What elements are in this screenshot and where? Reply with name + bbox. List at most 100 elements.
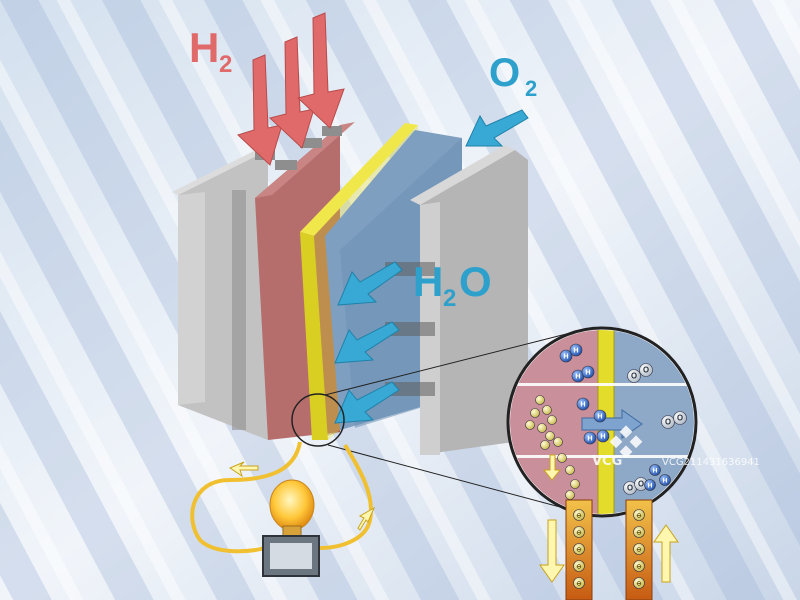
water-outlet-arrows [334,261,403,424]
left-end-plate [172,147,268,440]
oxygen-label-sub: 2 [525,76,537,101]
down-arrow-icon [539,519,565,583]
water-arrow-icon [334,381,400,424]
watermark-brand: VCG [592,454,622,469]
water-arrow-icon [337,261,403,306]
electron-particle: ⊖ [633,509,645,521]
right-end-plate [385,145,528,455]
oxygen-atom: O [673,411,687,425]
electron-particle: ⊖ [573,509,585,521]
electron-particle [565,490,575,500]
svg-text:⊖: ⊖ [576,529,582,536]
svg-text:H: H [575,372,580,381]
water-arrow-icon [334,321,400,364]
electron-particle: ⊖ [573,526,585,538]
electron-particle [565,465,575,475]
svg-text:O: O [638,480,644,489]
electron-particle: ⊖ [573,560,585,572]
electron-arrow-icon [542,454,562,481]
hydrogen-atom: H [576,397,590,411]
electron-particle [553,437,563,447]
svg-text:H: H [663,477,668,484]
svg-text:⊖: ⊖ [576,512,582,519]
hydrogen-atom: H [649,464,661,476]
svg-text:⊖: ⊖ [636,512,642,519]
svg-text:H: H [653,467,658,474]
rod-electrons: ⊖ ⊖ ⊖ ⊖ ⊖ ⊖ ⊖ ⊖ ⊖ ⊖ [573,509,645,589]
external-circuit [190,441,376,577]
hydrogen-inlet-arrows [237,12,345,166]
svg-text:H: H [597,412,602,421]
svg-text:⊖: ⊖ [636,546,642,553]
svg-text:H: H [587,434,592,443]
circuit-arrow-icon [357,506,376,531]
svg-text:O: O [643,366,649,375]
hydrogen-atom: H [596,429,610,443]
svg-text:H: H [563,352,568,361]
svg-text:⊖: ⊖ [576,563,582,570]
electron-particle [542,405,552,415]
svg-text:O: O [631,372,637,381]
hydrogen-atom: H [569,343,583,357]
svg-text:H: H [600,432,605,441]
electron-particle: ⊖ [633,560,645,572]
oxygen-atom: O [661,415,675,429]
svg-text:⊖: ⊖ [636,563,642,570]
electron-particle [537,423,547,433]
hydrogen-atom: H [559,349,573,363]
svg-text:H: H [573,346,578,355]
oxygen-atom: O [634,477,648,491]
svg-text:⊖: ⊖ [636,580,642,587]
electrode-rods: ⊖ ⊖ ⊖ ⊖ ⊖ ⊖ ⊖ ⊖ ⊖ ⊖ [539,499,679,600]
water-label-sub: 2 [443,285,456,312]
hydrogen-atom: H [581,365,595,379]
water-label-main: H [413,258,443,305]
svg-text:⊖: ⊖ [636,529,642,536]
svg-text:O: O [677,414,683,423]
magnifier-connector [291,327,591,516]
watermark-id: VCG211431636941 [662,457,760,468]
up-arrow-icon [653,524,679,583]
hydrogen-arrow-icon [268,36,315,149]
svg-text:⊖: ⊖ [576,580,582,587]
svg-text:H: H [580,400,585,409]
fuel-cell-stack [172,122,528,455]
hydrogen-atom: H [659,474,671,486]
hydrogen-atom: H [583,431,597,445]
light-bulb-icon [262,479,320,577]
oxygen-atom: O [627,369,641,383]
svg-text:⊖: ⊖ [576,546,582,553]
hydrogen-label-sub: 2 [219,51,232,78]
circuit-arrow-icon [228,461,259,478]
water-label-tail: O [459,258,492,305]
svg-text:H: H [648,482,653,489]
svg-text:O: O [665,418,671,427]
electron-particle: ⊖ [633,577,645,589]
oxygen-arrow-icon [465,109,529,147]
hydrogen-arrow-icon [237,54,283,166]
electron-particle [530,408,540,418]
electron-particle [545,431,555,441]
hydrogen-label-main: H [189,24,219,71]
hydrogen-atom: H [644,479,656,491]
hydrogen-arrow-icon [296,12,345,129]
hydrogen-label: H 2 [189,24,232,78]
electron-particle [535,395,545,405]
svg-text:O: O [627,484,633,493]
electron-particle: ⊖ [633,543,645,555]
oxygen-label: O 2 [489,51,537,101]
svg-text:H: H [585,368,590,377]
electron-particle [540,440,550,450]
oxygen-inlet-arrow [465,109,529,147]
water-label: H 2 O [413,258,492,312]
electron-particle [557,453,567,463]
electron-particle [525,420,535,430]
electron-particle: ⊖ [633,526,645,538]
oxygen-atom: O [639,363,653,377]
electron-particle [547,415,557,425]
oxygen-label-main: O [489,51,520,95]
electron-particle: ⊖ [573,543,585,555]
electron-particle: ⊖ [573,577,585,589]
